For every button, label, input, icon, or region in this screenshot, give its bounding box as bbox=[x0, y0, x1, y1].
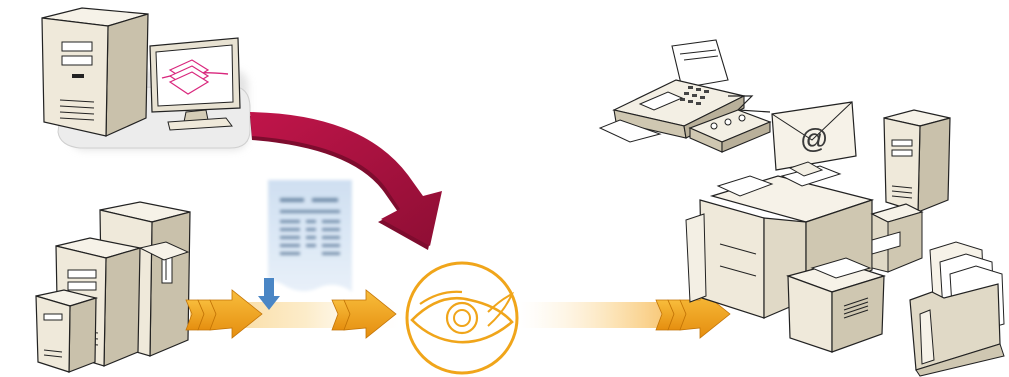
output-server bbox=[884, 110, 950, 212]
fax-machine bbox=[600, 40, 770, 152]
host-servers bbox=[36, 202, 190, 372]
tower-server-icon bbox=[884, 110, 950, 212]
flow-arrow-group-1 bbox=[186, 290, 262, 338]
fax-machine-icon bbox=[600, 40, 770, 152]
processor bbox=[407, 263, 517, 373]
server-cluster-icon bbox=[36, 202, 190, 372]
email: @ bbox=[772, 102, 856, 170]
email-envelope-icon: @ bbox=[772, 102, 856, 170]
file-folders-icon bbox=[910, 242, 1004, 376]
design-workstation bbox=[42, 8, 250, 150]
eye-logo-icon bbox=[407, 263, 517, 373]
email-symbol: @ bbox=[800, 123, 828, 154]
document-page bbox=[258, 180, 352, 310]
file-folders bbox=[910, 242, 1004, 376]
desktop-printer-icon bbox=[788, 258, 884, 352]
flow-arrow-group-2 bbox=[332, 290, 396, 338]
tower-computer-icon bbox=[42, 8, 148, 136]
document-page-icon bbox=[258, 180, 352, 310]
desktop-printer bbox=[788, 258, 884, 352]
